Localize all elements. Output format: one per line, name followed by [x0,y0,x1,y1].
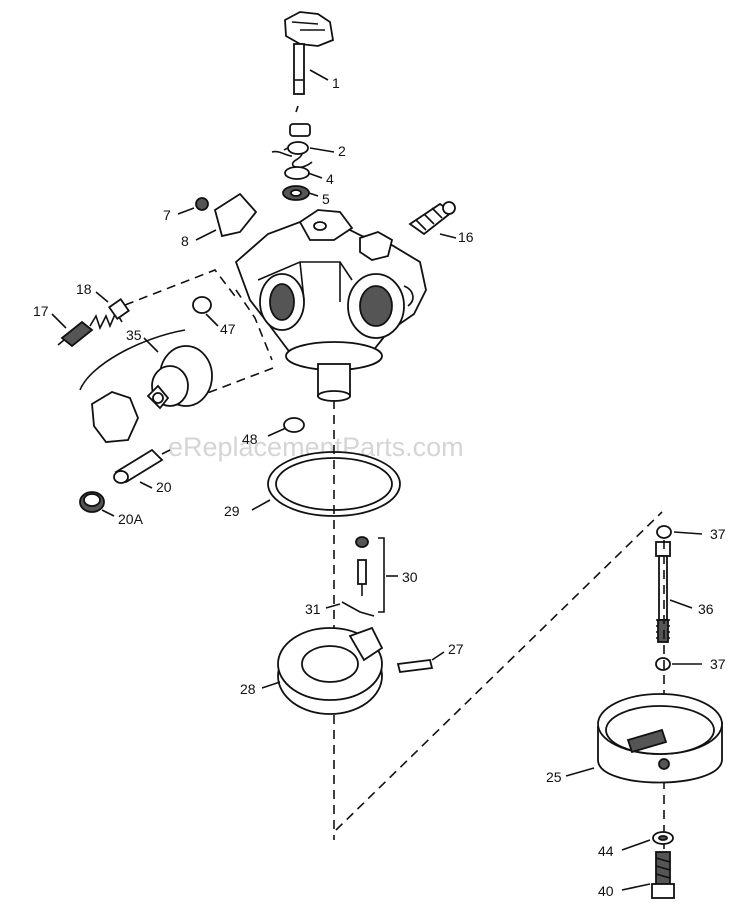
part-5-seal [282,185,310,201]
part-48-plug [283,417,305,433]
callout-35: 35 [126,327,142,343]
callout-30: 30 [402,569,418,585]
callout-18: 18 [76,281,92,297]
callout-20a: 20A [118,511,144,527]
bowl-guide-line [335,511,663,831]
part-2-spring [271,105,313,169]
callout-5: 5 [322,191,330,207]
callout-29: 29 [224,503,240,519]
callout-20: 20 [156,479,172,495]
part-30-needle [355,536,385,613]
part-27-pin [396,659,434,673]
part-35-primer [79,329,213,443]
leader-lines [51,69,703,891]
callout-7: 7 [163,207,171,223]
part-25-bowl [597,693,723,784]
part-17-screw [57,320,94,348]
callout-8: 8 [181,233,189,249]
part-18-spring [89,297,131,331]
callout-17: 17 [33,303,49,319]
callout-36: 36 [698,601,714,617]
part-1-throttle-shaft [284,11,335,95]
callout-31: 31 [305,601,321,617]
part-47-plug [192,296,212,314]
part-4-washer [284,166,310,180]
part-31-clip [341,601,375,617]
part-16-fitting [408,201,456,236]
callout-labels: 1 2 4 5 7 8 16 17 18 35 47 48 20 20A 29 … [33,75,726,899]
part-40-screw [651,851,675,899]
part-36-shaft [655,541,671,643]
part-37-oring-bottom [655,657,671,671]
callout-1: 1 [332,75,340,91]
callout-44: 44 [598,843,614,859]
callout-37-top: 37 [710,526,726,542]
callout-37-bottom: 37 [710,656,726,672]
part-20a-cap [79,491,105,513]
part-28-float [277,626,384,715]
callout-48: 48 [242,431,258,447]
callout-27: 27 [448,641,464,657]
part-37-oring-top [656,525,672,539]
carburetor-body [234,209,427,402]
callout-16: 16 [458,229,474,245]
part-8-plate [213,192,258,238]
callout-40: 40 [598,883,614,899]
callout-25: 25 [546,769,562,785]
part-7-screw [195,197,209,211]
part-20-pin [113,448,171,484]
callout-47: 47 [220,321,236,337]
part-44-washer [652,831,674,845]
callout-2: 2 [338,143,346,159]
callout-4: 4 [326,171,334,187]
callout-28: 28 [240,681,256,697]
